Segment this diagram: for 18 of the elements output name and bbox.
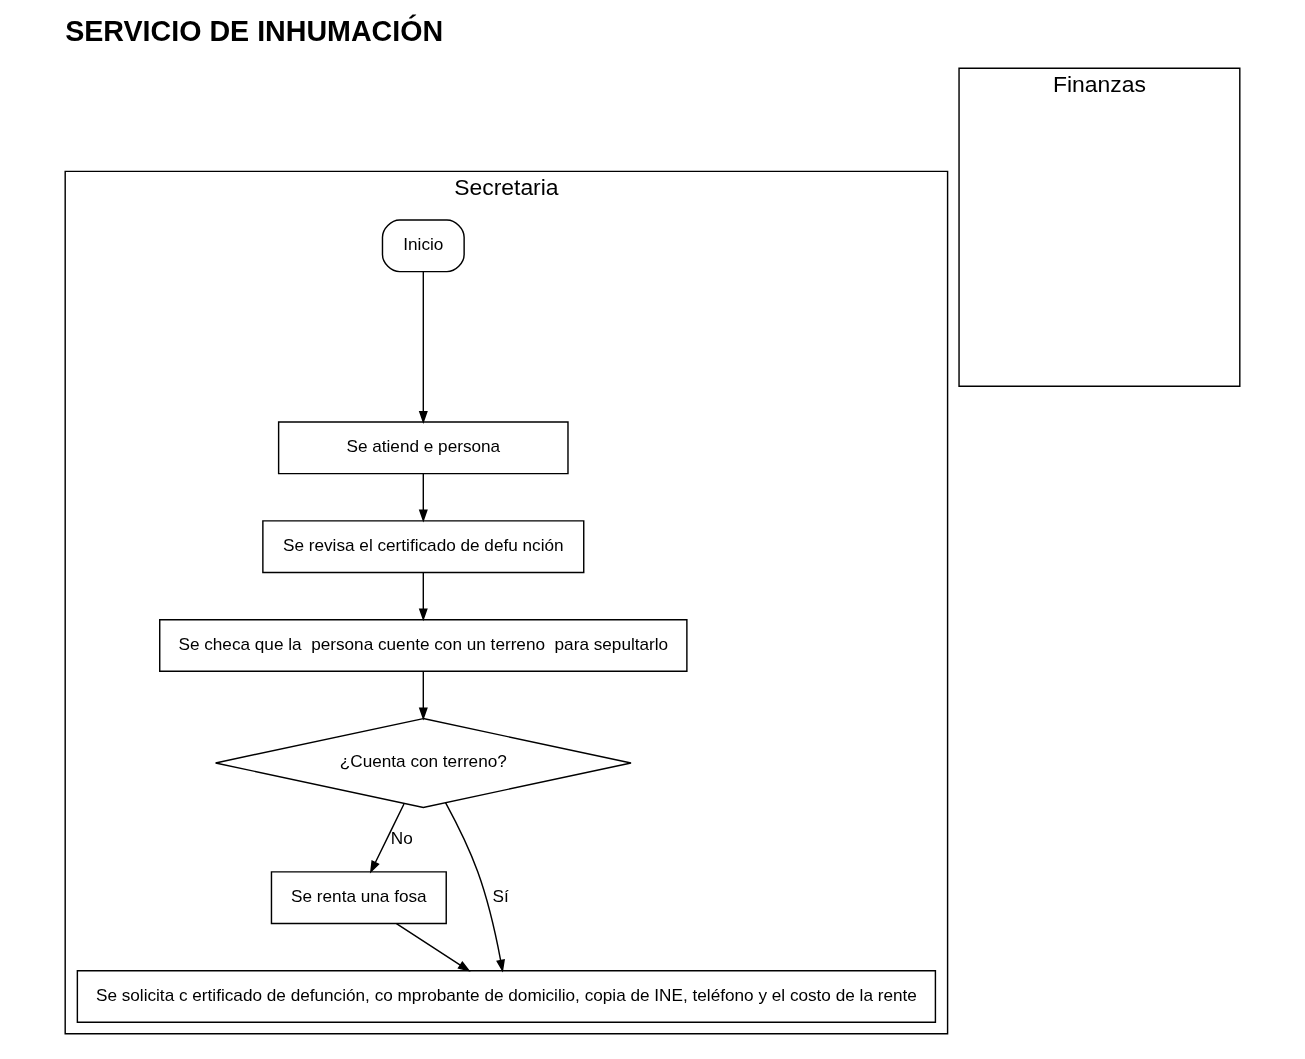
arrow <box>444 802 505 973</box>
node-box: Se checa que la persona cuente con un terreno para sepultarlo <box>159 619 688 673</box>
node-box: Se solicita c ertificado de defunción, co mprobante de domicilio, copia de INE, teléfono y el costo de la rente <box>76 970 937 1023</box>
arrow <box>418 671 428 721</box>
edge-label: Sí <box>492 886 509 907</box>
arrow <box>395 922 471 972</box>
node-diamond: ¿Cuenta con terreno? <box>214 717 632 809</box>
node-box: Se revisa el certificado de defu nción <box>262 520 585 574</box>
arrow <box>418 572 428 622</box>
node-box: Finanzas <box>958 67 1241 387</box>
arrow <box>369 803 405 874</box>
node-box: Se renta una fosa <box>270 871 447 925</box>
arrow <box>418 473 428 523</box>
edge-label: No <box>390 828 413 849</box>
node-box: Inicio <box>381 219 465 273</box>
arrow <box>418 271 428 424</box>
diagram-title: SERVICIO DE INHUMACIÓN <box>65 15 444 48</box>
node-box: Se atiend e persona <box>277 421 569 475</box>
